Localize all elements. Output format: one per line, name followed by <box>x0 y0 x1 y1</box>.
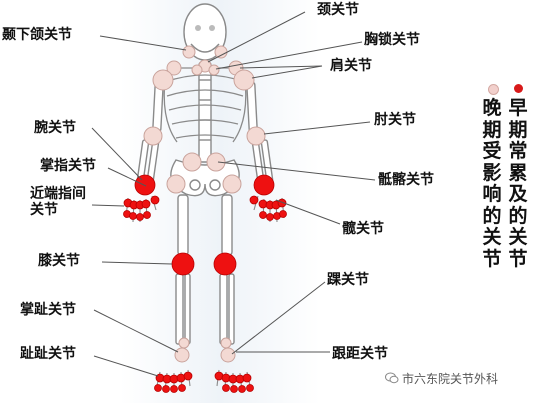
label-sacroiliac: 骶髂关节 <box>378 172 434 188</box>
joint-tmj-right <box>214 45 228 59</box>
watermark-text: 市六东院关节外科 <box>402 372 499 386</box>
label-pip: 近端指间关节 <box>30 186 86 218</box>
joint-sacroiliac-right <box>206 152 226 172</box>
joint-ankle-right <box>220 347 236 363</box>
label-hip: 髋关节 <box>342 221 384 237</box>
legend-early-dot <box>514 84 523 93</box>
pointer-lines <box>91 11 376 377</box>
label-knee: 膝关节 <box>38 253 80 269</box>
joint-knee-left <box>171 252 195 276</box>
label-mtp: 掌趾关节 <box>20 302 76 318</box>
wechat-icon <box>385 372 399 384</box>
label-tmj: 颞下颌关节 <box>2 27 72 43</box>
legend-early-text: 早期常累及的关节 <box>508 97 528 270</box>
joint-sternoclavicular-right <box>208 64 220 76</box>
label-ankle: 踝关节 <box>327 272 369 288</box>
label-subtalar: 跟距关节 <box>332 346 388 362</box>
spine <box>198 61 212 163</box>
label-neck: 颈关节 <box>317 2 359 18</box>
joint-hip-right <box>222 174 242 194</box>
joint-ankle-left <box>174 347 190 363</box>
joint-knee-right <box>213 252 237 276</box>
late-joints <box>143 45 266 363</box>
label-elbow: 肘关节 <box>374 112 416 128</box>
label-toe: 趾趾关节 <box>20 346 76 362</box>
joint-wrist-right <box>253 174 275 196</box>
joint-hip-left <box>166 174 186 194</box>
joint-shoulder-right <box>233 69 255 91</box>
joint-subtalar-right <box>220 337 232 349</box>
joint-elbow-right <box>246 126 266 146</box>
joint-subtalar-left <box>178 337 190 349</box>
joint-shoulder-left <box>152 69 174 91</box>
leg-bones <box>175 194 235 345</box>
skull <box>183 3 227 61</box>
early-joints <box>123 174 287 393</box>
label-shoulder: 肩关节 <box>330 58 372 74</box>
legend-late-text: 晚期受影响的关节 <box>482 97 502 270</box>
label-sternoclavicular: 胸锁关节 <box>364 32 420 48</box>
legend-late-dot <box>488 84 499 95</box>
label-mcp: 掌指关节 <box>40 158 96 174</box>
joint-elbow-left <box>143 126 163 146</box>
joint-acromioclavicular-left <box>166 60 182 76</box>
joint-tmj-left <box>182 45 196 59</box>
joint-sacroiliac-left <box>182 152 202 172</box>
joint-sternoclavicular-left <box>191 64 203 76</box>
label-wrist: 腕关节 <box>34 120 76 136</box>
